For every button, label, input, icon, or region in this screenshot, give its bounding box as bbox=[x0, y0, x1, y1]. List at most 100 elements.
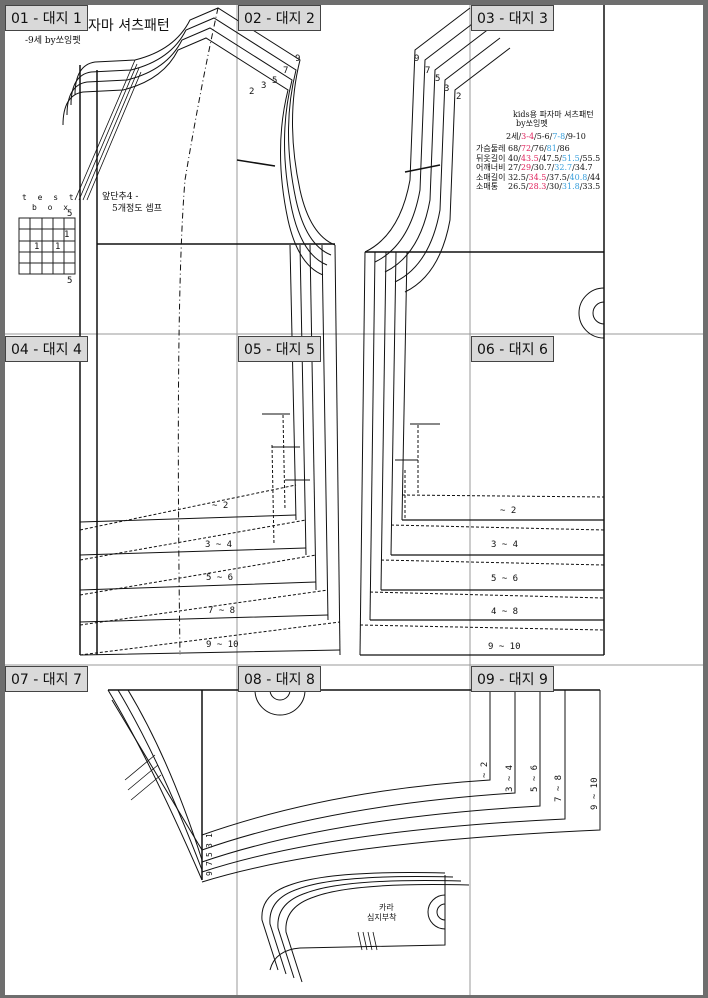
measurement-value: 40.8 bbox=[569, 172, 588, 182]
size: /9-10 bbox=[565, 132, 586, 141]
hem-label: 5 ~ 6 bbox=[491, 574, 519, 584]
cuff-label: 7 ~ 8 bbox=[554, 774, 564, 802]
measurement-value: 31.8 bbox=[561, 182, 580, 191]
measurement-label: 가슴둘레 bbox=[476, 144, 506, 153]
measurement-value: 68/ bbox=[508, 144, 521, 153]
measurement-value: /30/ bbox=[546, 182, 562, 191]
button-note-1: 앞단추4 - bbox=[102, 192, 139, 202]
measurement-value: 26.5/ bbox=[508, 182, 529, 191]
size-mark: 7 bbox=[283, 66, 289, 76]
test-box-label: t e s t bbox=[22, 193, 77, 202]
size-mark: 5 bbox=[272, 76, 278, 86]
measurement-value: 72 bbox=[520, 144, 532, 153]
cuff-label: ~ 2 bbox=[480, 761, 490, 778]
hem-label: 3 ~ 4 bbox=[205, 540, 233, 550]
size: 2세/ bbox=[506, 132, 522, 141]
size-mark: 9 bbox=[295, 54, 301, 64]
size-mark: 9 bbox=[414, 54, 420, 64]
pattern-title: 자마 셔츠패턴 bbox=[88, 18, 170, 34]
size-mark: 5 bbox=[435, 74, 441, 84]
collar-piece bbox=[261, 872, 470, 983]
size-list: 2세/3-4/5-6/7-8/9-10 bbox=[506, 131, 586, 142]
cap-size: 3 bbox=[205, 843, 214, 848]
hem-label: ~ 2 bbox=[212, 501, 229, 511]
cap-size: 7 bbox=[205, 861, 214, 866]
hem-label: 7 ~ 8 bbox=[208, 606, 236, 616]
front-piece bbox=[62, 7, 341, 656]
cap-size: 5 bbox=[205, 852, 214, 857]
test-box-mark: 1 bbox=[64, 230, 70, 240]
measurement-value: 51.5 bbox=[561, 153, 580, 163]
cap-size: 1 bbox=[205, 833, 214, 838]
tile-label-3: 03 - 대지 3 bbox=[471, 5, 554, 31]
test-box-mark: 1 bbox=[34, 242, 40, 252]
measurement-label: 소매통 bbox=[476, 182, 499, 191]
size-mark: 2 bbox=[249, 87, 255, 97]
measurement-value: /47.5/ bbox=[538, 153, 562, 163]
measurement-value: /33.5 bbox=[579, 182, 601, 191]
size: 3-4 bbox=[521, 132, 535, 141]
measurement-value: /30.7/ bbox=[531, 163, 555, 172]
tile-label-6: 06 - 대지 6 bbox=[471, 336, 554, 362]
tile-label-5: 05 - 대지 5 bbox=[238, 336, 321, 362]
cap-size: 9 bbox=[205, 871, 214, 876]
hem-label: 4 ~ 8 bbox=[491, 607, 519, 617]
hem-label: 3 ~ 4 bbox=[491, 540, 519, 550]
hem-label: ~ 2 bbox=[500, 506, 517, 516]
hem-label: 9 ~ 10 bbox=[488, 642, 521, 652]
test-box-label: b o x bbox=[32, 203, 72, 212]
tile-label-2: 02 - 대지 2 bbox=[238, 5, 321, 31]
hem-label: 9 ~ 10 bbox=[206, 640, 239, 650]
pattern-sheet bbox=[5, 5, 703, 995]
test-box-size: 5 bbox=[67, 209, 73, 219]
measurement-value: 29 bbox=[520, 163, 532, 172]
measurement-row: 소매통 26.5/28.3/30/31.8/33.5 bbox=[476, 182, 600, 192]
measurement-value: /86 bbox=[556, 144, 570, 153]
info-by: by쏘잉펫 bbox=[516, 119, 548, 128]
measurement-value: 28.3 bbox=[528, 182, 547, 191]
collar-note: 심지부착 bbox=[367, 913, 397, 922]
measurement-value: 43.5 bbox=[520, 153, 539, 163]
hem-label: 5 ~ 6 bbox=[206, 573, 234, 583]
measurement-value: /34.7 bbox=[572, 163, 593, 172]
measurement-label: 소매길이 bbox=[476, 172, 506, 182]
tile-label-9: 09 - 대지 9 bbox=[471, 666, 554, 692]
size-mark: 3 bbox=[444, 84, 450, 94]
tile-label-8: 08 - 대지 8 bbox=[238, 666, 321, 692]
size: /5-6/ bbox=[534, 132, 553, 141]
size-mark: 7 bbox=[425, 66, 431, 76]
measurement-value: 32.5/ bbox=[508, 172, 529, 182]
cuff-label: 9 ~ 10 bbox=[590, 777, 600, 810]
measurement-value: 34.5 bbox=[528, 172, 547, 182]
tile-label-7: 07 - 대지 7 bbox=[5, 666, 88, 692]
pattern-drawing bbox=[5, 5, 703, 995]
test-box-size: 5 bbox=[67, 276, 73, 286]
measurement-value: 81 bbox=[546, 144, 557, 153]
measurement-value: /44 bbox=[587, 172, 601, 182]
size-mark: 2 bbox=[456, 92, 462, 102]
cuff-label: 3 ~ 4 bbox=[505, 764, 515, 792]
info-title: kids용 파자마 셔츠패턴 bbox=[513, 110, 594, 119]
sleeve-piece bbox=[107, 689, 601, 883]
button-note-2: 5개정도 셉프 bbox=[112, 204, 162, 214]
measurement-value: 40/ bbox=[508, 153, 521, 163]
measurement-value: /37.5/ bbox=[546, 172, 570, 182]
back-piece bbox=[359, 5, 605, 656]
size-mark: 3 bbox=[261, 81, 267, 91]
test-box-grid bbox=[18, 217, 76, 275]
tile-grid bbox=[5, 5, 703, 995]
measurement-value: /76/ bbox=[531, 144, 547, 153]
measurement-label: 뒤옷길이 bbox=[476, 153, 506, 163]
tile-label-1: 01 - 대지 1 bbox=[5, 5, 88, 31]
measurement-value: 27/ bbox=[508, 163, 521, 172]
pattern-subtitle: -9세 by쏘잉펫 bbox=[25, 36, 81, 46]
measurement-value: 32.7 bbox=[554, 163, 573, 172]
size: 7-8 bbox=[552, 132, 566, 141]
collar-label: 카라 bbox=[379, 903, 394, 912]
measurement-value: /55.5 bbox=[579, 153, 601, 163]
tile-label-4: 04 - 대지 4 bbox=[5, 336, 88, 362]
